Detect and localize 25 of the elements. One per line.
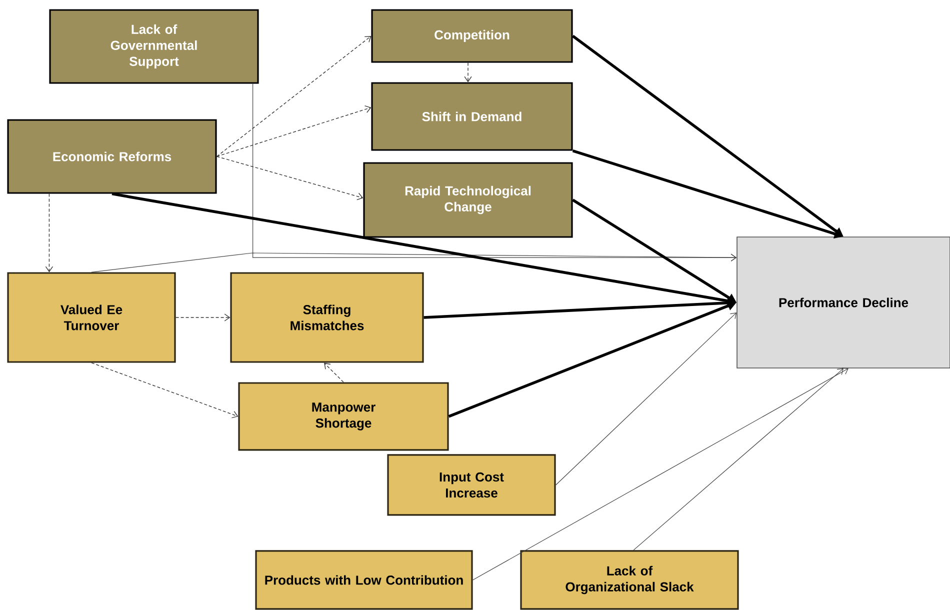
arrow <box>91 362 238 418</box>
factor-box: Input Cost Increase <box>387 454 556 516</box>
arrow <box>216 36 372 157</box>
factor-box: Rapid Technological Change <box>363 162 573 238</box>
arrow <box>216 106 372 157</box>
arrow <box>175 314 230 322</box>
factor-box: Manpower Shortage <box>238 382 449 451</box>
factor-box: Staffing Mismatches <box>230 272 424 363</box>
factor-box: Products with Low Contribution <box>255 550 473 610</box>
factor-box: Shift in Demand <box>371 82 573 151</box>
outcome-box: Performance Decline <box>736 236 950 368</box>
arrow <box>633 368 844 550</box>
arrow <box>464 62 472 82</box>
factor-box: Lack of Organizational Slack <box>520 550 739 610</box>
arrow <box>472 368 848 580</box>
factor-box: Competition <box>371 9 573 63</box>
arrow <box>91 252 737 272</box>
arrow <box>556 312 737 486</box>
factor-box: Economic Reforms <box>7 119 217 194</box>
arrow <box>216 156 364 200</box>
arrow <box>252 84 737 262</box>
arrow <box>45 193 54 272</box>
factor-box: Lack of Governmental Support <box>49 9 259 84</box>
arrow <box>324 362 344 383</box>
factor-box: Valued Ee Turnover <box>7 272 176 363</box>
